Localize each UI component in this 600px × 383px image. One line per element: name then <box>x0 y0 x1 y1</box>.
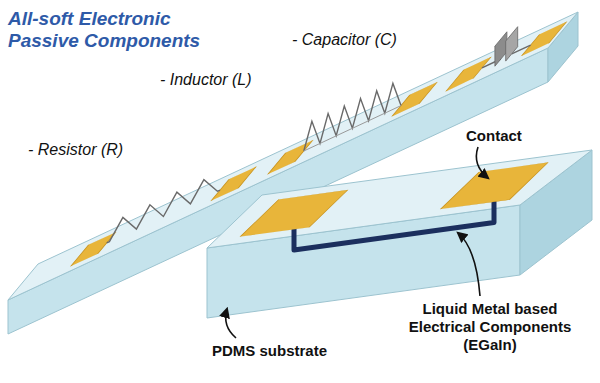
part-label: Contact <box>466 127 522 145</box>
part-label: Liquid Metal based Electrical Components… <box>395 300 585 354</box>
component-label: - Inductor (L) <box>160 70 252 90</box>
leader-arrow <box>458 233 480 296</box>
component-label: - Resistor (R) <box>28 140 123 160</box>
capacitor-symbol <box>482 27 531 68</box>
pdms-strip <box>8 12 578 334</box>
component-label: - Capacitor (C) <box>292 30 397 50</box>
diagram-title: All-soft Electronic Passive Components <box>8 8 223 52</box>
leader-arrow <box>476 147 488 178</box>
part-label: PDMS substrate <box>212 342 327 360</box>
inductor-symbol <box>304 83 401 151</box>
pdms-block <box>207 150 592 318</box>
leader-arrow <box>226 309 236 338</box>
resistor-symbol <box>107 180 220 243</box>
contact-pads <box>240 163 548 237</box>
